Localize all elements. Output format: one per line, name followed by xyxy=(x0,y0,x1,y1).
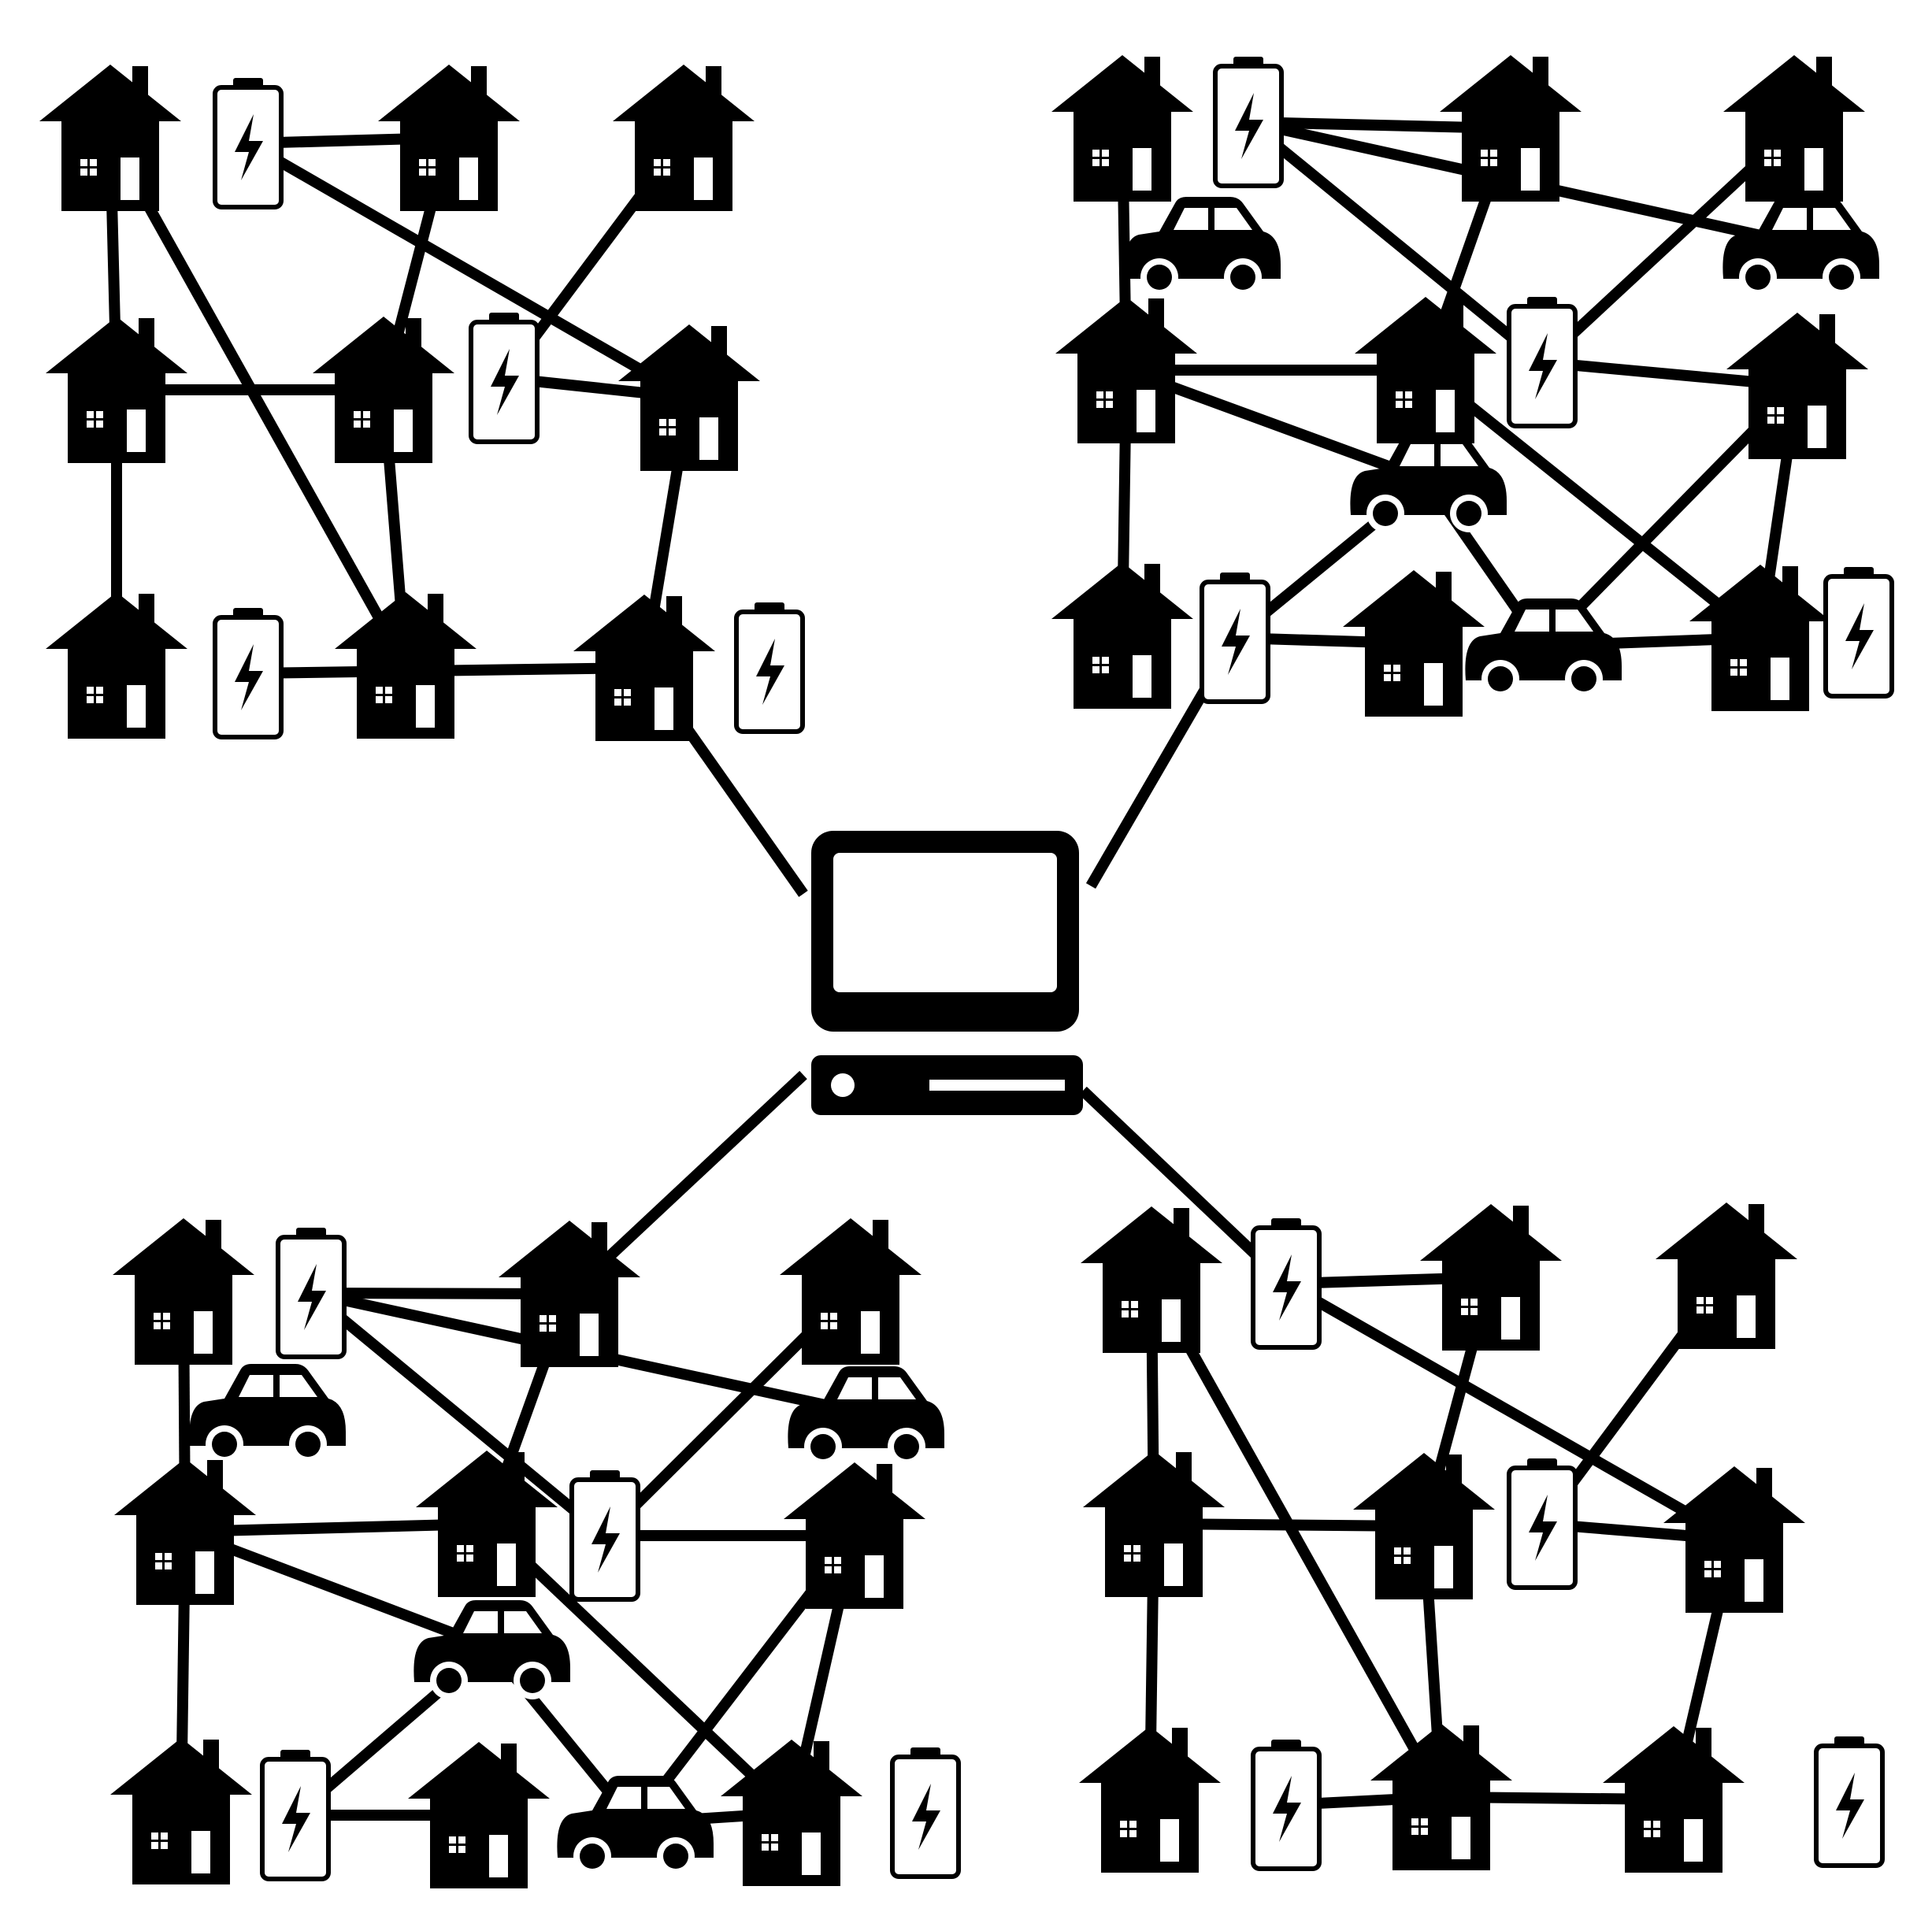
car-icon xyxy=(413,1600,570,1699)
battery-icon xyxy=(262,1750,328,1879)
cluster-top-right-link-h5-h9 xyxy=(1422,365,1764,643)
nodes-layer xyxy=(39,55,1892,1888)
drive-slot xyxy=(929,1080,1065,1091)
battery-icon xyxy=(471,313,537,442)
house-icon xyxy=(1081,1206,1222,1353)
house-icon xyxy=(1051,562,1193,709)
car-icon xyxy=(788,1366,944,1466)
battery-icon xyxy=(572,1470,638,1599)
car-icon xyxy=(557,1776,714,1875)
computer-icon xyxy=(811,831,1083,1115)
house-icon xyxy=(113,1218,254,1365)
house-icon xyxy=(46,592,187,739)
house-icon xyxy=(1051,55,1193,202)
monitor-screen xyxy=(833,853,1057,992)
battery-icon xyxy=(1509,297,1575,426)
battery-icon xyxy=(1253,1218,1319,1347)
battery-icon xyxy=(1509,1458,1575,1588)
cluster-top-right-link-h4-c3 xyxy=(1124,365,1430,486)
battery-icon xyxy=(1215,57,1281,186)
cluster-top-left-link-b1-h6 xyxy=(245,138,692,403)
battery-icon xyxy=(1202,573,1268,702)
cluster-bottom-right-link-h1-h8 xyxy=(1146,1277,1447,1800)
car-icon xyxy=(1722,197,1879,296)
cluster-bottom-right xyxy=(1079,1203,1882,1873)
cluster-bottom-left-link-h4-c3 xyxy=(183,1526,493,1653)
house-icon xyxy=(1079,1726,1221,1873)
car-icon xyxy=(1465,598,1622,698)
battery-icon xyxy=(736,602,803,732)
cluster-top-left xyxy=(39,65,803,741)
cluster-bottom-right-link-b1-h6 xyxy=(1283,1278,1737,1545)
cluster-bottom-left-link-h5-h9 xyxy=(483,1519,795,1818)
cluster-bottom-left-link-b1-b2 xyxy=(307,1288,609,1540)
battery-icon xyxy=(892,1747,959,1877)
battery-icon xyxy=(1826,567,1892,696)
cluster-top-right-link-b1-b2 xyxy=(1244,117,1546,367)
car-icon xyxy=(189,1364,346,1463)
car-icon xyxy=(1350,433,1507,532)
battery-icon xyxy=(1816,1736,1882,1866)
house-icon xyxy=(613,65,755,211)
battery-icon xyxy=(215,608,281,737)
house-icon xyxy=(39,65,181,211)
cluster-bottom-left-link-h4-h5 xyxy=(184,1518,488,1537)
house-icon xyxy=(1656,1203,1797,1349)
cluster-top-left-link-h1-h8 xyxy=(105,135,411,669)
battery-icon xyxy=(215,78,281,207)
battery-icon xyxy=(278,1228,344,1357)
power-light xyxy=(831,1073,855,1097)
battery-icon xyxy=(1253,1740,1319,1869)
car-icon xyxy=(1124,197,1281,296)
house-icon xyxy=(110,1738,252,1884)
